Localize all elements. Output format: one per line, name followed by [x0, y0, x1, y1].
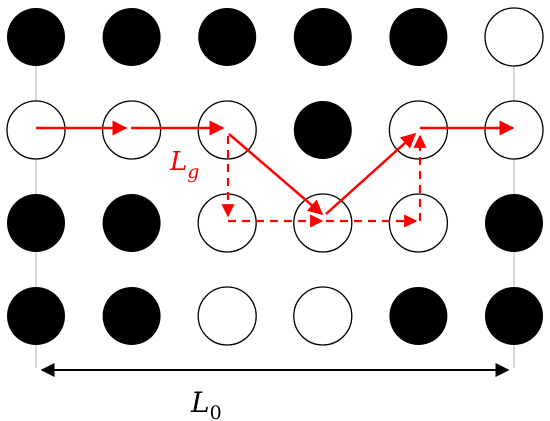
- solid-arrow-4: [325, 132, 417, 215]
- empty-circle: [197, 286, 257, 346]
- filled-circle: [102, 8, 161, 66]
- empty-circle: [293, 193, 353, 253]
- empty-circle: [484, 7, 544, 67]
- filled-circle: [293, 101, 352, 159]
- filled-circle: [7, 8, 65, 66]
- lg-subscript: g: [187, 161, 199, 183]
- filled-circle: [102, 194, 161, 252]
- circle-grid: [6, 7, 544, 346]
- filled-circle: [485, 194, 543, 252]
- filled-circle: [7, 287, 65, 345]
- l0-subscript: 0: [210, 402, 222, 421]
- filled-circle: [102, 287, 161, 345]
- dashed-path: [221, 134, 427, 228]
- filled-circle: [293, 8, 352, 66]
- filled-circle: [485, 287, 543, 345]
- solid-arrow-3: [228, 133, 324, 215]
- empty-circle: [197, 193, 257, 253]
- filled-circle: [389, 287, 448, 345]
- empty-circle: [388, 193, 449, 253]
- filled-circle: [7, 194, 65, 252]
- empty-circle: [484, 100, 544, 160]
- empty-circle: [293, 286, 353, 346]
- empty-circle: [101, 100, 162, 160]
- lg-label: Lg: [169, 147, 199, 183]
- l0-label: L0: [190, 386, 222, 421]
- empty-circle: [6, 100, 66, 160]
- solid-path: [36, 120, 515, 215]
- filled-circle: [198, 8, 257, 66]
- filled-circle: [389, 8, 448, 66]
